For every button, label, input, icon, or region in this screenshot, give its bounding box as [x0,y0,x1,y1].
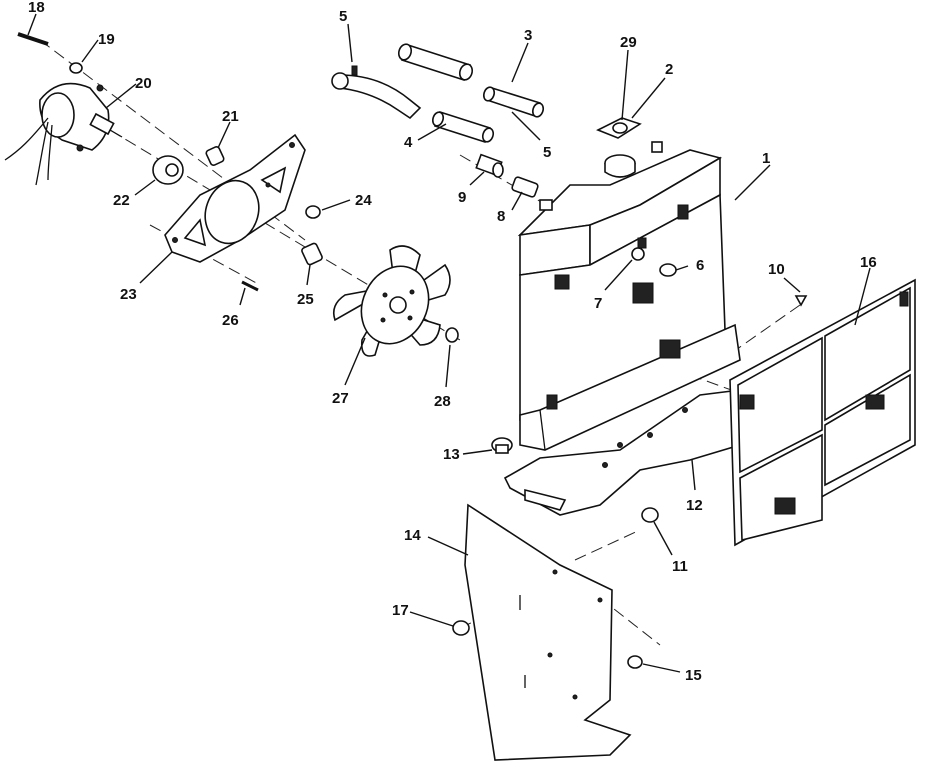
callout-25: 25 [297,291,314,308]
callout-12: 12 [686,497,703,514]
hose-5-upper [331,65,422,120]
callout-19: 19 [98,31,115,48]
washer-7 [631,247,645,261]
spacer-8 [511,176,539,198]
nut-28 [445,327,459,343]
callout-23: 23 [120,286,137,303]
bushing-22 [152,155,184,185]
nut-11 [641,507,659,523]
callout-17: 17 [392,602,409,619]
fan-mounting-plate [164,133,306,263]
hose-3 [482,86,545,118]
callout-4: 4 [404,134,413,151]
radiator-cap [596,117,642,178]
callout-27: 27 [332,390,349,407]
callout-28: 28 [434,393,451,410]
callout-1: 1 [762,150,770,167]
hose-upper-straight [397,43,474,81]
callout-2: 2 [665,61,673,78]
callout-13: 13 [443,446,460,463]
callout-14: 14 [404,527,421,544]
callout-3: 3 [524,27,532,44]
callout-5-upper: 5 [339,8,347,25]
spacer-25 [301,242,323,266]
nut-24 [305,205,321,219]
callout-24: 24 [355,192,372,209]
radiator-screen [729,278,916,547]
spacer-21 [205,145,225,167]
fitting-9 [475,153,504,178]
callout-9: 9 [458,189,466,206]
callout-labels: 1 2 3 4 5 5 6 7 8 9 10 11 12 13 14 15 16… [28,0,877,684]
callout-16: 16 [860,254,877,271]
hose-4 [431,111,495,143]
bracket-12 [503,389,741,516]
callout-15: 15 [685,667,702,684]
screw-26 [241,280,259,292]
callout-21: 21 [222,108,239,125]
callout-20: 20 [135,75,152,92]
fan-blade [332,245,451,357]
callout-11: 11 [672,558,688,575]
fan-motor [4,82,123,186]
bolt-6 [659,263,677,277]
bolt-15 [627,655,643,669]
screw-10 [794,295,808,307]
callout-22: 22 [113,192,130,209]
nut-17 [452,620,470,636]
grommet-13 [491,437,513,454]
callout-8: 8 [497,208,505,225]
bolt-18 [17,32,49,46]
shroud-panel [464,503,632,761]
callout-18: 18 [28,0,45,16]
callout-10: 10 [768,261,785,278]
callout-29: 29 [620,34,637,51]
radiator [517,141,741,451]
nut-19 [69,62,83,74]
callout-26: 26 [222,312,239,329]
leader-lines [27,13,871,673]
callout-7: 7 [594,295,602,312]
callout-5-lower: 5 [543,144,551,161]
callout-6: 6 [696,257,704,274]
